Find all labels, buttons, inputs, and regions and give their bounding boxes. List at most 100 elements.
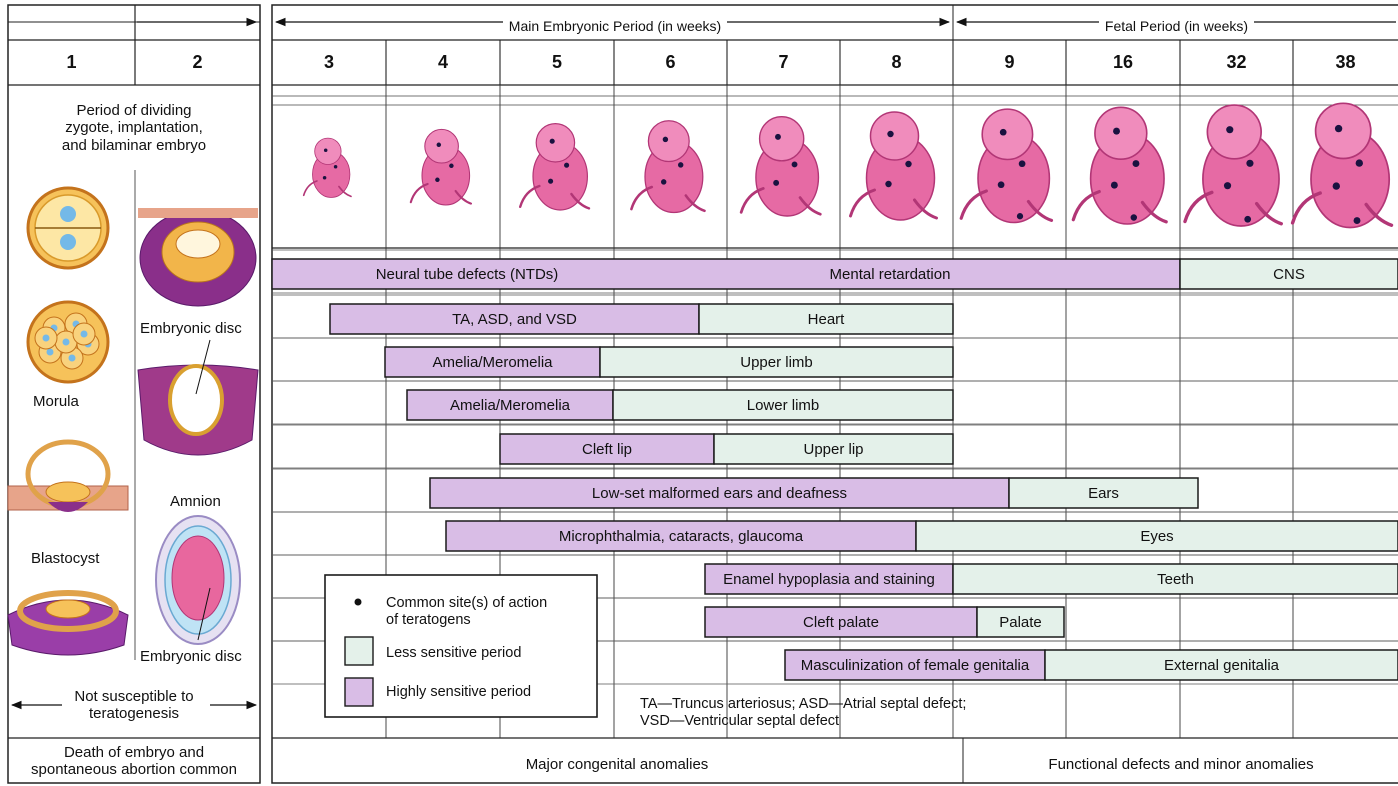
teratogen-site-dot — [998, 181, 1005, 188]
bar-label-low: Teeth — [953, 571, 1398, 588]
embryonic-period-label: Main Embryonic Period (in weeks) — [280, 18, 950, 34]
major-anomalies-label: Major congenital anomalies — [272, 756, 962, 773]
bar-label-high: Microphthalmia, cataracts, glaucoma — [446, 528, 916, 545]
week-32-header: 32 — [1180, 52, 1293, 73]
bar-label-high: Amelia/Meromelia — [385, 354, 600, 371]
teratogen-site-dot — [1335, 125, 1342, 132]
legend-dot-icon — [355, 599, 362, 606]
teratogen-site-dot — [887, 131, 893, 137]
blastocyst-illustration — [8, 593, 128, 655]
implanting-blastocyst-illustration — [8, 442, 128, 512]
week-5-header: 5 — [500, 52, 614, 73]
legend-less-sensitive-label: Less sensitive period — [386, 645, 521, 662]
embryo-head — [982, 109, 1032, 159]
teratogen-site-dot — [435, 178, 439, 182]
bar-label-low: CNS — [1180, 266, 1398, 283]
not-susceptible-text: Not susceptible to teratogenesis — [45, 688, 223, 723]
teratogen-site-dot — [1244, 216, 1251, 223]
bar-label-high: Masculinization of female genitalia — [785, 657, 1045, 674]
teratogen-site-dot — [564, 163, 569, 168]
teratogen-site-dot — [1333, 182, 1340, 189]
teratogen-site-dot — [1113, 128, 1120, 135]
bilaminar-disc-illustration — [138, 340, 258, 455]
blastocyst-cells — [46, 600, 90, 618]
teratogen-site-dot — [1356, 159, 1363, 166]
week-9-header: 9 — [953, 52, 1066, 73]
morula-label: Morula — [33, 393, 79, 410]
teratogen-site-dot — [792, 162, 798, 168]
bar-label-high: Cleft lip — [500, 441, 714, 458]
embryo-week-8-illustration — [851, 112, 937, 220]
embryo-head — [760, 117, 804, 161]
death-of-embryo-text: Death of embryo and spontaneous abortion… — [8, 744, 260, 779]
bar-label-low: Upper limb — [600, 354, 953, 371]
teratogen-site-dot — [324, 148, 328, 152]
embryo-head — [871, 112, 919, 160]
week-2-header: 2 — [135, 52, 260, 73]
legend-dot-label: Common site(s) of action of teratogens — [386, 595, 547, 628]
embryo-head — [315, 138, 341, 164]
blastomere-nucleus — [47, 349, 54, 356]
legend-highly-sensitive-label: Highly sensitive period — [386, 684, 531, 701]
teratogen-site-dot — [1019, 160, 1026, 167]
embryo-week-3-illustration — [304, 138, 351, 197]
week-1-header: 1 — [8, 52, 135, 73]
bar-label-high: Cleft palate — [705, 614, 977, 631]
teratogen-site-dot — [548, 179, 553, 184]
embryo-head — [648, 121, 689, 162]
embryonic-disc-label-bottom: Embryonic disc — [140, 648, 242, 665]
teratogen-site-dot — [773, 180, 779, 186]
blastomere-nucleus — [43, 335, 50, 342]
embryo-week-4-illustration — [411, 129, 471, 205]
two-cell-zygote-illustration — [28, 188, 108, 268]
teratogen-site-dot — [323, 176, 327, 180]
embryonic-disc-label-top: Embryonic disc — [140, 320, 242, 337]
week-7-header: 7 — [727, 52, 840, 73]
legend-less-sensitive-swatch — [345, 637, 373, 665]
teratogen-site-dot — [449, 164, 453, 168]
embryo-week-7-illustration — [741, 117, 820, 216]
blastomere-nucleus — [63, 339, 70, 346]
inner-cell-mass — [46, 482, 90, 502]
embryo-week-9-illustration — [961, 109, 1051, 222]
blastocyst-label: Blastocyst — [31, 550, 99, 567]
abbreviations-text: TA—Truncus arteriosus; ASD—Atrial septal… — [640, 696, 966, 729]
embryonic-disc — [172, 536, 224, 620]
teratogen-site-dot — [905, 161, 911, 167]
amnion-label: Amnion — [170, 493, 221, 510]
implanted-embryo-illustration — [138, 208, 258, 306]
teratogen-site-dot — [678, 162, 683, 167]
teratogen-site-dot — [1246, 160, 1253, 167]
teratogen-site-dot — [1133, 160, 1140, 167]
embryo-head — [1207, 105, 1261, 159]
blastomere-nucleus — [81, 331, 88, 338]
period-dividing-zygote-text: Period of dividing zygote, implantation,… — [10, 102, 258, 154]
legend-highly-sensitive-swatch — [345, 678, 373, 706]
teratogen-site-dot — [1017, 213, 1023, 219]
embryo-head — [1095, 107, 1147, 159]
bar-label-low: Upper lip — [714, 441, 953, 458]
nucleus — [60, 234, 76, 250]
embryo-head — [425, 129, 459, 163]
embryo-week-5-illustration — [520, 124, 589, 210]
teratogen-site-dot — [661, 179, 666, 184]
bar-label-high: TA, ASD, and VSD — [330, 311, 699, 328]
embryo-week-16-illustration — [1073, 107, 1166, 224]
blastomere-nucleus — [69, 355, 76, 362]
embryo-head — [1316, 103, 1371, 158]
bar-label-high: Low-set malformed ears and deafness — [430, 485, 1009, 502]
nucleus — [60, 206, 76, 222]
bar-label-low: Eyes — [916, 528, 1398, 545]
teratogen-site-dot — [1226, 126, 1233, 133]
morula-illustration — [28, 302, 108, 382]
teratogen-site-dot — [663, 137, 668, 142]
teratogen-site-dot — [1111, 182, 1118, 189]
bar-label-high: Amelia/Meromelia — [407, 397, 613, 414]
week-4-header: 4 — [386, 52, 500, 73]
week-6-header: 6 — [614, 52, 727, 73]
bar-label-low: External genitalia — [1045, 657, 1398, 674]
bar-label-high: Neural tube defects (NTDs) — [272, 266, 662, 283]
week-16-header: 16 — [1066, 52, 1180, 73]
teratogen-site-dot — [885, 181, 891, 187]
